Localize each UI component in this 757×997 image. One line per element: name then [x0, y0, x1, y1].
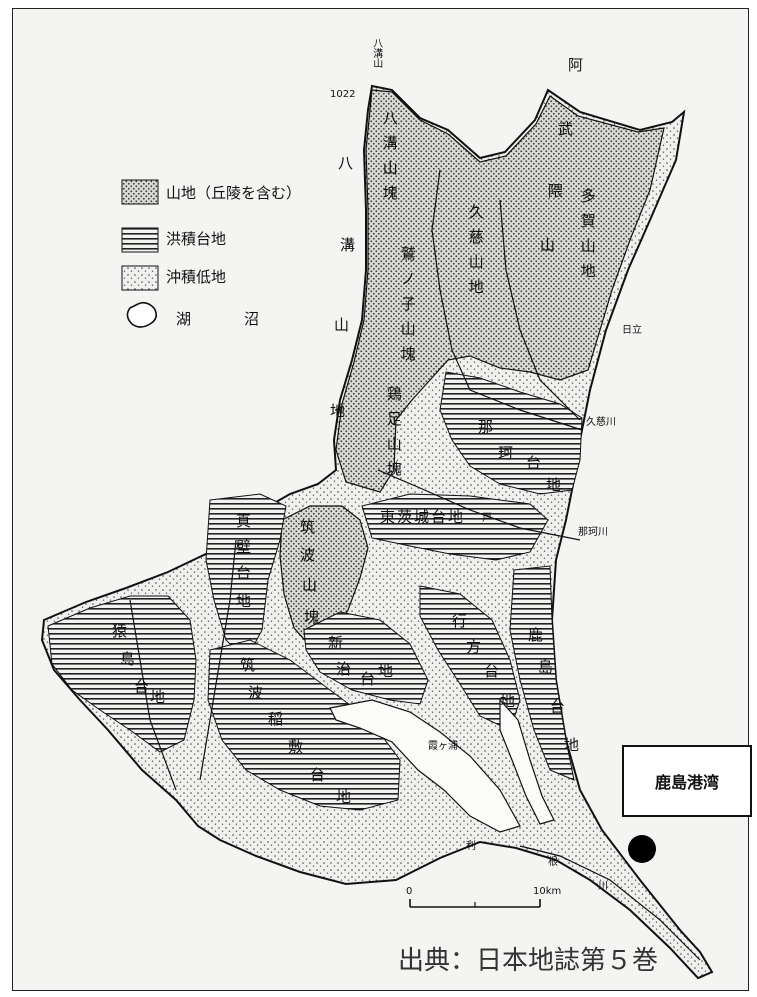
legend-swatch-lake [126, 301, 158, 328]
label-naka-a: 那 [478, 418, 494, 436]
label-yamizo-mtn-b: 溝 [340, 236, 356, 254]
label-tsukuba-inashiki-a: 筑 [240, 656, 256, 674]
label-hitachi: 日立 [622, 325, 642, 336]
label-kashima-d: 地 [564, 736, 580, 754]
terrace-sashima [47, 595, 197, 753]
label-abukuma-c: 隈 [548, 182, 564, 200]
label-makabe-c: 台 [236, 564, 252, 582]
label-tsukuba-inashiki-c: 稲 [268, 710, 284, 728]
label-yamizo-peak-elev: 1022 [330, 89, 356, 100]
mountain-zone-north [335, 89, 665, 493]
label-kasumigaura: 霞ヶ浦 [428, 741, 458, 752]
label-makabe-d: 地 [236, 592, 252, 610]
label-mito: 戸 [482, 513, 492, 524]
label-kashima-b: 島 [538, 658, 554, 676]
scale-zero-label: 0 [406, 886, 413, 897]
label-naka-c: 台 [526, 454, 542, 472]
label-niiharu-d: 地 [378, 662, 394, 680]
lake-kitaura [499, 698, 555, 825]
label-kuji-mountains: 久慈山地 [466, 204, 485, 304]
legend-swatch-lowland [121, 265, 159, 291]
label-yamizo-block: 八溝山塊 [380, 110, 399, 210]
legend-label-mountains: 山地（丘陵を含む） [166, 184, 302, 202]
rivers [129, 169, 701, 961]
label-abukuma-a: 阿 [568, 56, 584, 74]
label-yamizo-peak: 八溝山 [370, 38, 382, 68]
label-tsukuba-block-b: 波 [300, 546, 316, 564]
label-nakagawa: 那珂川 [578, 527, 608, 538]
kashima-port-callout: 鹿島港湾 [622, 745, 752, 817]
label-yamizo-mtn-a: 八 [338, 154, 354, 172]
label-tsukuba-inashiki-f: 地 [336, 788, 352, 806]
label-tsukuba-inashiki-b: 波 [248, 684, 264, 702]
legend-label-lake-b: 沼 [244, 310, 260, 328]
label-naka-b: 珂 [498, 444, 514, 462]
label-sashima-b: 島 [120, 650, 136, 668]
label-namegata-a: 行 [452, 612, 468, 630]
terrace-tsukuba-inashiki [207, 639, 401, 811]
label-sashima-a: 猿 [112, 622, 128, 640]
label-taga-mountains: 多賀山地 [578, 188, 597, 288]
label-tone-b: 根 [548, 857, 558, 868]
label-abukuma-b: 武 [558, 120, 574, 138]
terrace-makabe [205, 493, 287, 661]
label-niiharu-b: 治 [336, 660, 352, 678]
label-tsukuba-block-c: 山 [302, 576, 318, 594]
label-namegata-b: 方 [466, 638, 482, 656]
legend-swatch-terrace [121, 227, 159, 253]
label-niiharu-c: 台 [360, 670, 376, 688]
terrace-kashima [509, 565, 575, 781]
label-naka-d: 地 [546, 476, 562, 494]
lake-kasumigaura [329, 699, 521, 833]
label-yamizo-mtn-d: 地 [330, 402, 346, 420]
label-tsukuba-inashiki-e: 台 [310, 766, 326, 784]
label-namegata-c: 台 [484, 662, 500, 680]
label-makabe-b: 壁 [236, 538, 252, 556]
label-torinoko-block: 鷲ノ子山塊 [398, 246, 417, 371]
terrace-higashi-ibaraki [361, 493, 549, 561]
label-tone-a: 利 [466, 841, 476, 852]
mountain-zone-tsukuba [279, 505, 369, 647]
label-tone-c: 川 [598, 881, 608, 892]
label-higashi-ibaraki: 東茨城台地 [380, 508, 466, 526]
label-tsukuba-block-d: 塊 [304, 608, 320, 626]
scale-bar [409, 899, 541, 908]
terrace-niiharu [303, 611, 429, 705]
label-yamizo-mtn-c: 山 [334, 316, 350, 334]
label-namegata-d: 地 [500, 692, 516, 710]
scale-ten-label: 10km [533, 886, 562, 897]
label-sashima-d: 地 [150, 688, 166, 706]
label-tsukuba-inashiki-d: 敷 [288, 738, 304, 756]
terrace-naka [439, 371, 583, 495]
label-kujigawa: 久慈川 [586, 417, 616, 428]
label-kashima-c: 台 [550, 698, 566, 716]
label-tsukuba-block-a: 筑 [300, 518, 316, 536]
label-abukuma-d: 山 [540, 236, 556, 254]
label-keisoku-block: 鶏足山塊 [384, 386, 403, 486]
label-kashima-a: 鹿 [528, 626, 544, 644]
label-makabe-a: 真 [236, 512, 252, 530]
label-niiharu-a: 新 [328, 634, 344, 652]
legend-label-terrace: 洪積台地 [166, 230, 227, 248]
label-sashima-c: 台 [134, 678, 150, 696]
legend-label-lake-a: 湖 [176, 310, 192, 328]
legend-label-lowland: 沖積低地 [166, 268, 227, 286]
kashima-port-marker [628, 835, 656, 863]
source-caption: 出典：日本地誌第５巻 [398, 946, 659, 976]
legend-swatch-mountains [121, 179, 159, 205]
